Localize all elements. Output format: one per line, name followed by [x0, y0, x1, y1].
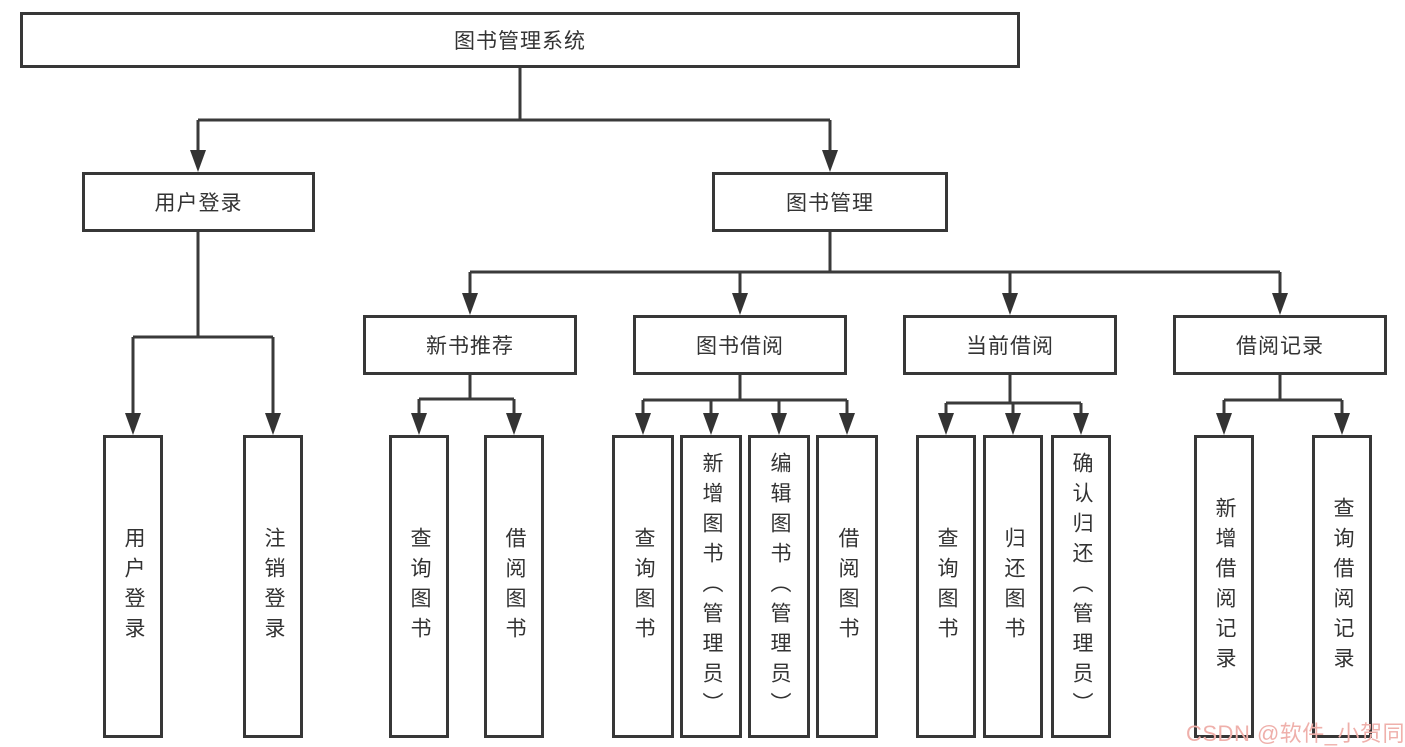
node-label: 图书管理系统 [454, 30, 586, 53]
node-label: 借阅图书 [503, 526, 527, 647]
node-label: 查询图书 [408, 526, 432, 647]
arrow-down-icon [732, 293, 748, 315]
node-label: 借阅图书 [836, 526, 860, 647]
node-library-system: 图书管理系统 [20, 12, 1020, 68]
node-label: 当前借阅 [966, 335, 1054, 358]
node-leaf-edit-book-admin: 编辑图书（管理员） [748, 435, 810, 738]
node-leaf-query-borrow-record: 查询借阅记录 [1312, 435, 1372, 738]
node-label: 新书推荐 [426, 335, 514, 358]
arrow-down-icon [938, 413, 954, 435]
arrow-down-icon [771, 413, 787, 435]
arrow-down-icon [1216, 413, 1232, 435]
arrow-down-icon [822, 150, 838, 172]
arrow-down-icon [1002, 293, 1018, 315]
node-leaf-logout: 注销登录 [243, 435, 303, 738]
node-label: 用户登录 [122, 526, 146, 647]
arrow-down-icon [1272, 293, 1288, 315]
node-leaf-confirm-return-admin: 确认归还（管理员） [1051, 435, 1111, 738]
arrow-down-icon [125, 413, 141, 435]
node-borrowing-records: 借阅记录 [1173, 315, 1387, 375]
connector-current-to-leaves [944, 375, 1083, 431]
node-leaf-borrow-book: 借阅图书 [816, 435, 878, 738]
arrow-down-icon [1073, 413, 1089, 435]
arrow-down-icon [1005, 413, 1021, 435]
connector-borrowing-to-leaves [641, 375, 849, 431]
node-new-book-recommend: 新书推荐 [363, 315, 577, 375]
connector-newbook-to-leaves [417, 375, 516, 431]
node-label: 查询图书 [935, 526, 959, 647]
node-user-login: 用户登录 [82, 172, 315, 232]
node-leaf-query-book-current: 查询图书 [916, 435, 976, 738]
node-book-management: 图书管理 [712, 172, 948, 232]
node-label: 图书管理 [786, 192, 874, 215]
node-label: 用户登录 [154, 192, 243, 215]
node-label: 借阅记录 [1236, 335, 1324, 358]
node-label: 查询图书 [632, 526, 656, 647]
arrow-down-icon [839, 413, 855, 435]
node-label: 编辑图书（管理员） [768, 451, 792, 722]
arrow-down-icon [506, 413, 522, 435]
arrow-down-icon [1334, 413, 1350, 435]
node-leaf-user-login: 用户登录 [103, 435, 163, 738]
arrow-down-icon [190, 150, 206, 172]
node-book-borrowing: 图书借阅 [633, 315, 847, 375]
node-label: 图书借阅 [696, 335, 784, 358]
connector-userlogin-to-leaves [131, 232, 275, 431]
node-label: 归还图书 [1002, 526, 1026, 647]
arrow-down-icon [703, 413, 719, 435]
node-leaf-return-book: 归还图书 [983, 435, 1043, 738]
arrow-down-icon [635, 413, 651, 435]
node-leaf-query-book-borrowing: 查询图书 [612, 435, 674, 738]
node-label: 确认归还（管理员） [1070, 451, 1094, 722]
arrow-down-icon [462, 293, 478, 315]
node-leaf-add-borrow-record: 新增借阅记录 [1194, 435, 1254, 738]
arrow-down-icon [411, 413, 427, 435]
node-leaf-borrow-book-recommend: 借阅图书 [484, 435, 544, 738]
node-leaf-add-book-admin: 新增图书（管理员） [680, 435, 742, 738]
csdn-watermark: CSDN @软件_小贺同学 [1186, 721, 1405, 746]
node-label: 查询借阅记录 [1331, 496, 1355, 677]
node-label: 新增图书（管理员） [700, 451, 724, 722]
node-current-borrowing: 当前借阅 [903, 315, 1117, 375]
node-label: 新增借阅记录 [1213, 496, 1237, 677]
node-label: 注销登录 [262, 526, 286, 647]
connector-records-to-leaves [1222, 375, 1344, 431]
node-leaf-query-book-recommend: 查询图书 [389, 435, 449, 738]
connector-bookmgmt-to-level3 [468, 232, 1282, 311]
connector-root-to-level2 [196, 68, 832, 168]
arrow-down-icon [265, 413, 281, 435]
